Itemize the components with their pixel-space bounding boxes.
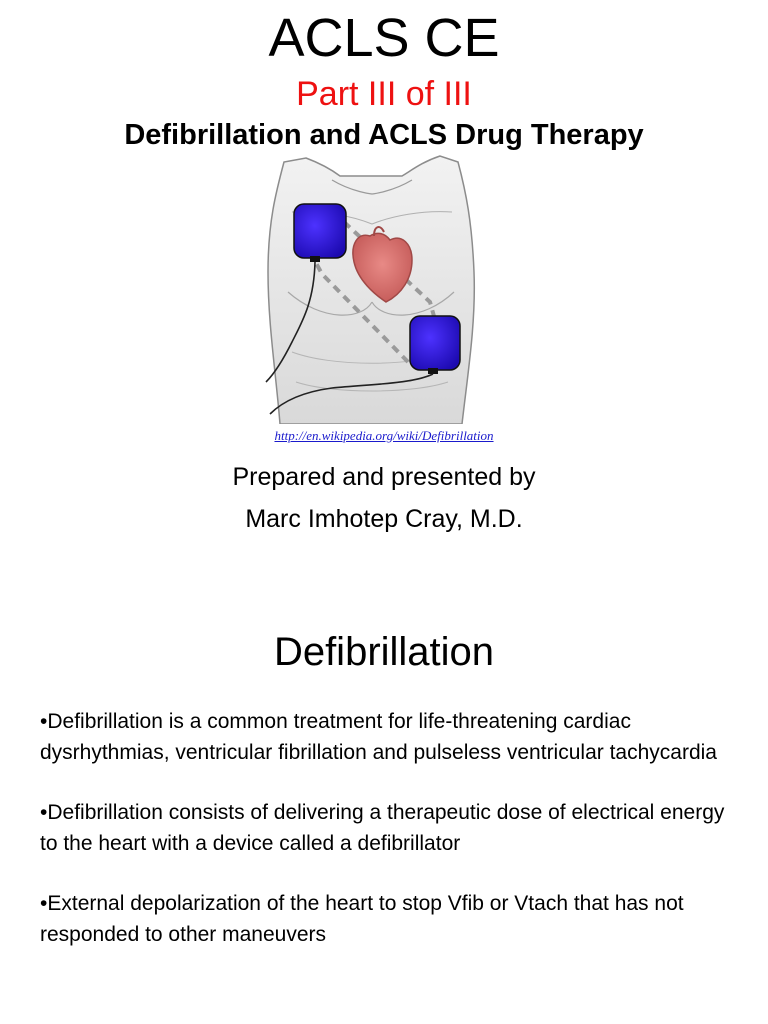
defibrillation-illustration bbox=[262, 152, 480, 424]
bullet-item: •External depolarization of the heart to… bbox=[40, 892, 684, 946]
bullet-item: •Defibrillation is a common treatment fo… bbox=[40, 710, 717, 764]
title-slide: ACLS CE Part III of III Defibrillation a… bbox=[124, 8, 644, 533]
slide-title-defibrillation: Defibrillation bbox=[273, 630, 495, 674]
author-name: Marc Imhotep Cray, M.D. bbox=[245, 505, 523, 533]
slide-subtitle: Part III of III bbox=[296, 75, 472, 113]
defibrillation-slide: Defibrillation •Defibrillation is a comm… bbox=[0, 600, 768, 1024]
source-link[interactable]: http://en.wikipedia.org/wiki/Defibrillat… bbox=[274, 428, 494, 443]
chest-pads-image bbox=[265, 155, 476, 424]
bullet-list: •Defibrillation is a common treatment fo… bbox=[40, 706, 740, 979]
prepared-by-text: Prepared and presented by bbox=[232, 463, 536, 491]
bullet-item: •Defibrillation consists of delivering a… bbox=[40, 801, 725, 855]
slide-topic: Defibrillation and ACLS Drug Therapy bbox=[124, 119, 644, 151]
slide-title: ACLS CE bbox=[268, 8, 500, 68]
